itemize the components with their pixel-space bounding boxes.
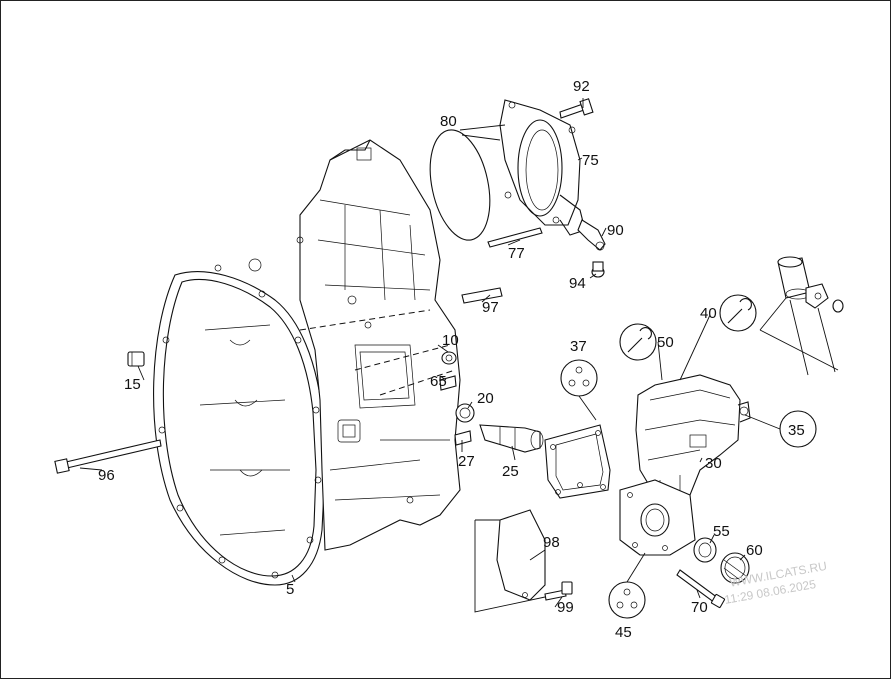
cap-60 xyxy=(720,552,750,584)
label-99: 99 xyxy=(557,599,574,616)
label-55: 55 xyxy=(713,523,730,540)
cover-98 xyxy=(496,509,546,601)
label-94: 94 xyxy=(569,275,586,292)
label-92: 92 xyxy=(573,78,590,95)
bearing-housing-75 xyxy=(499,99,586,236)
pin-97 xyxy=(461,287,503,304)
label-98: 98 xyxy=(543,534,560,551)
label-27: 27 xyxy=(458,453,475,470)
label-60: 60 xyxy=(746,542,763,559)
label-70: 70 xyxy=(691,599,708,616)
clip xyxy=(805,283,829,309)
bolt-70 xyxy=(676,569,726,609)
label-25: 25 xyxy=(502,463,519,480)
plug-94 xyxy=(591,261,605,278)
shift-module-30 xyxy=(635,374,751,496)
label-97: 97 xyxy=(482,299,499,316)
label-50: 50 xyxy=(657,334,674,351)
seal-ring-80 xyxy=(429,129,491,241)
label-96: 96 xyxy=(98,467,115,484)
label-20: 20 xyxy=(477,390,494,407)
tri-lobe-icon-37 xyxy=(560,359,598,397)
housing-45 xyxy=(619,479,696,556)
label-15: 15 xyxy=(124,376,141,393)
label-30: 30 xyxy=(705,455,722,472)
label-40: 40 xyxy=(700,305,717,322)
label-35: 35 xyxy=(788,422,805,439)
label-45: 45 xyxy=(615,624,632,641)
tri-lobe-icon-45 xyxy=(608,581,646,619)
wrench-icon-50 xyxy=(619,323,657,361)
wrench-icon-40 xyxy=(719,294,757,332)
sensor-90 xyxy=(577,219,606,251)
bolt-99 xyxy=(544,581,573,601)
part-labels: 5 10 15 20 25 27 30 35 37 40 45 50 55 60… xyxy=(98,78,805,641)
pin-65 xyxy=(439,375,457,391)
pin-77 xyxy=(487,227,543,248)
label-90: 90 xyxy=(607,222,624,239)
label-5: 5 xyxy=(286,581,294,598)
washer xyxy=(832,299,844,313)
label-75: 75 xyxy=(582,152,599,169)
label-37: 37 xyxy=(570,338,587,355)
gasket-37 xyxy=(544,424,611,499)
shaft-25 xyxy=(479,424,544,453)
sleeve xyxy=(777,256,811,300)
pin-27 xyxy=(454,430,472,446)
bolt-92 xyxy=(559,98,594,119)
plug-15 xyxy=(127,351,145,367)
bolt-96 xyxy=(54,439,162,474)
plug-10 xyxy=(441,351,457,365)
label-10: 10 xyxy=(442,332,459,349)
transmission-housing xyxy=(153,139,461,586)
label-77: 77 xyxy=(508,245,525,262)
label-65: 65 xyxy=(430,373,447,390)
seal-20 xyxy=(455,403,475,423)
leader-lines xyxy=(79,98,839,613)
label-80: 80 xyxy=(440,113,457,130)
seal-55 xyxy=(693,537,717,563)
